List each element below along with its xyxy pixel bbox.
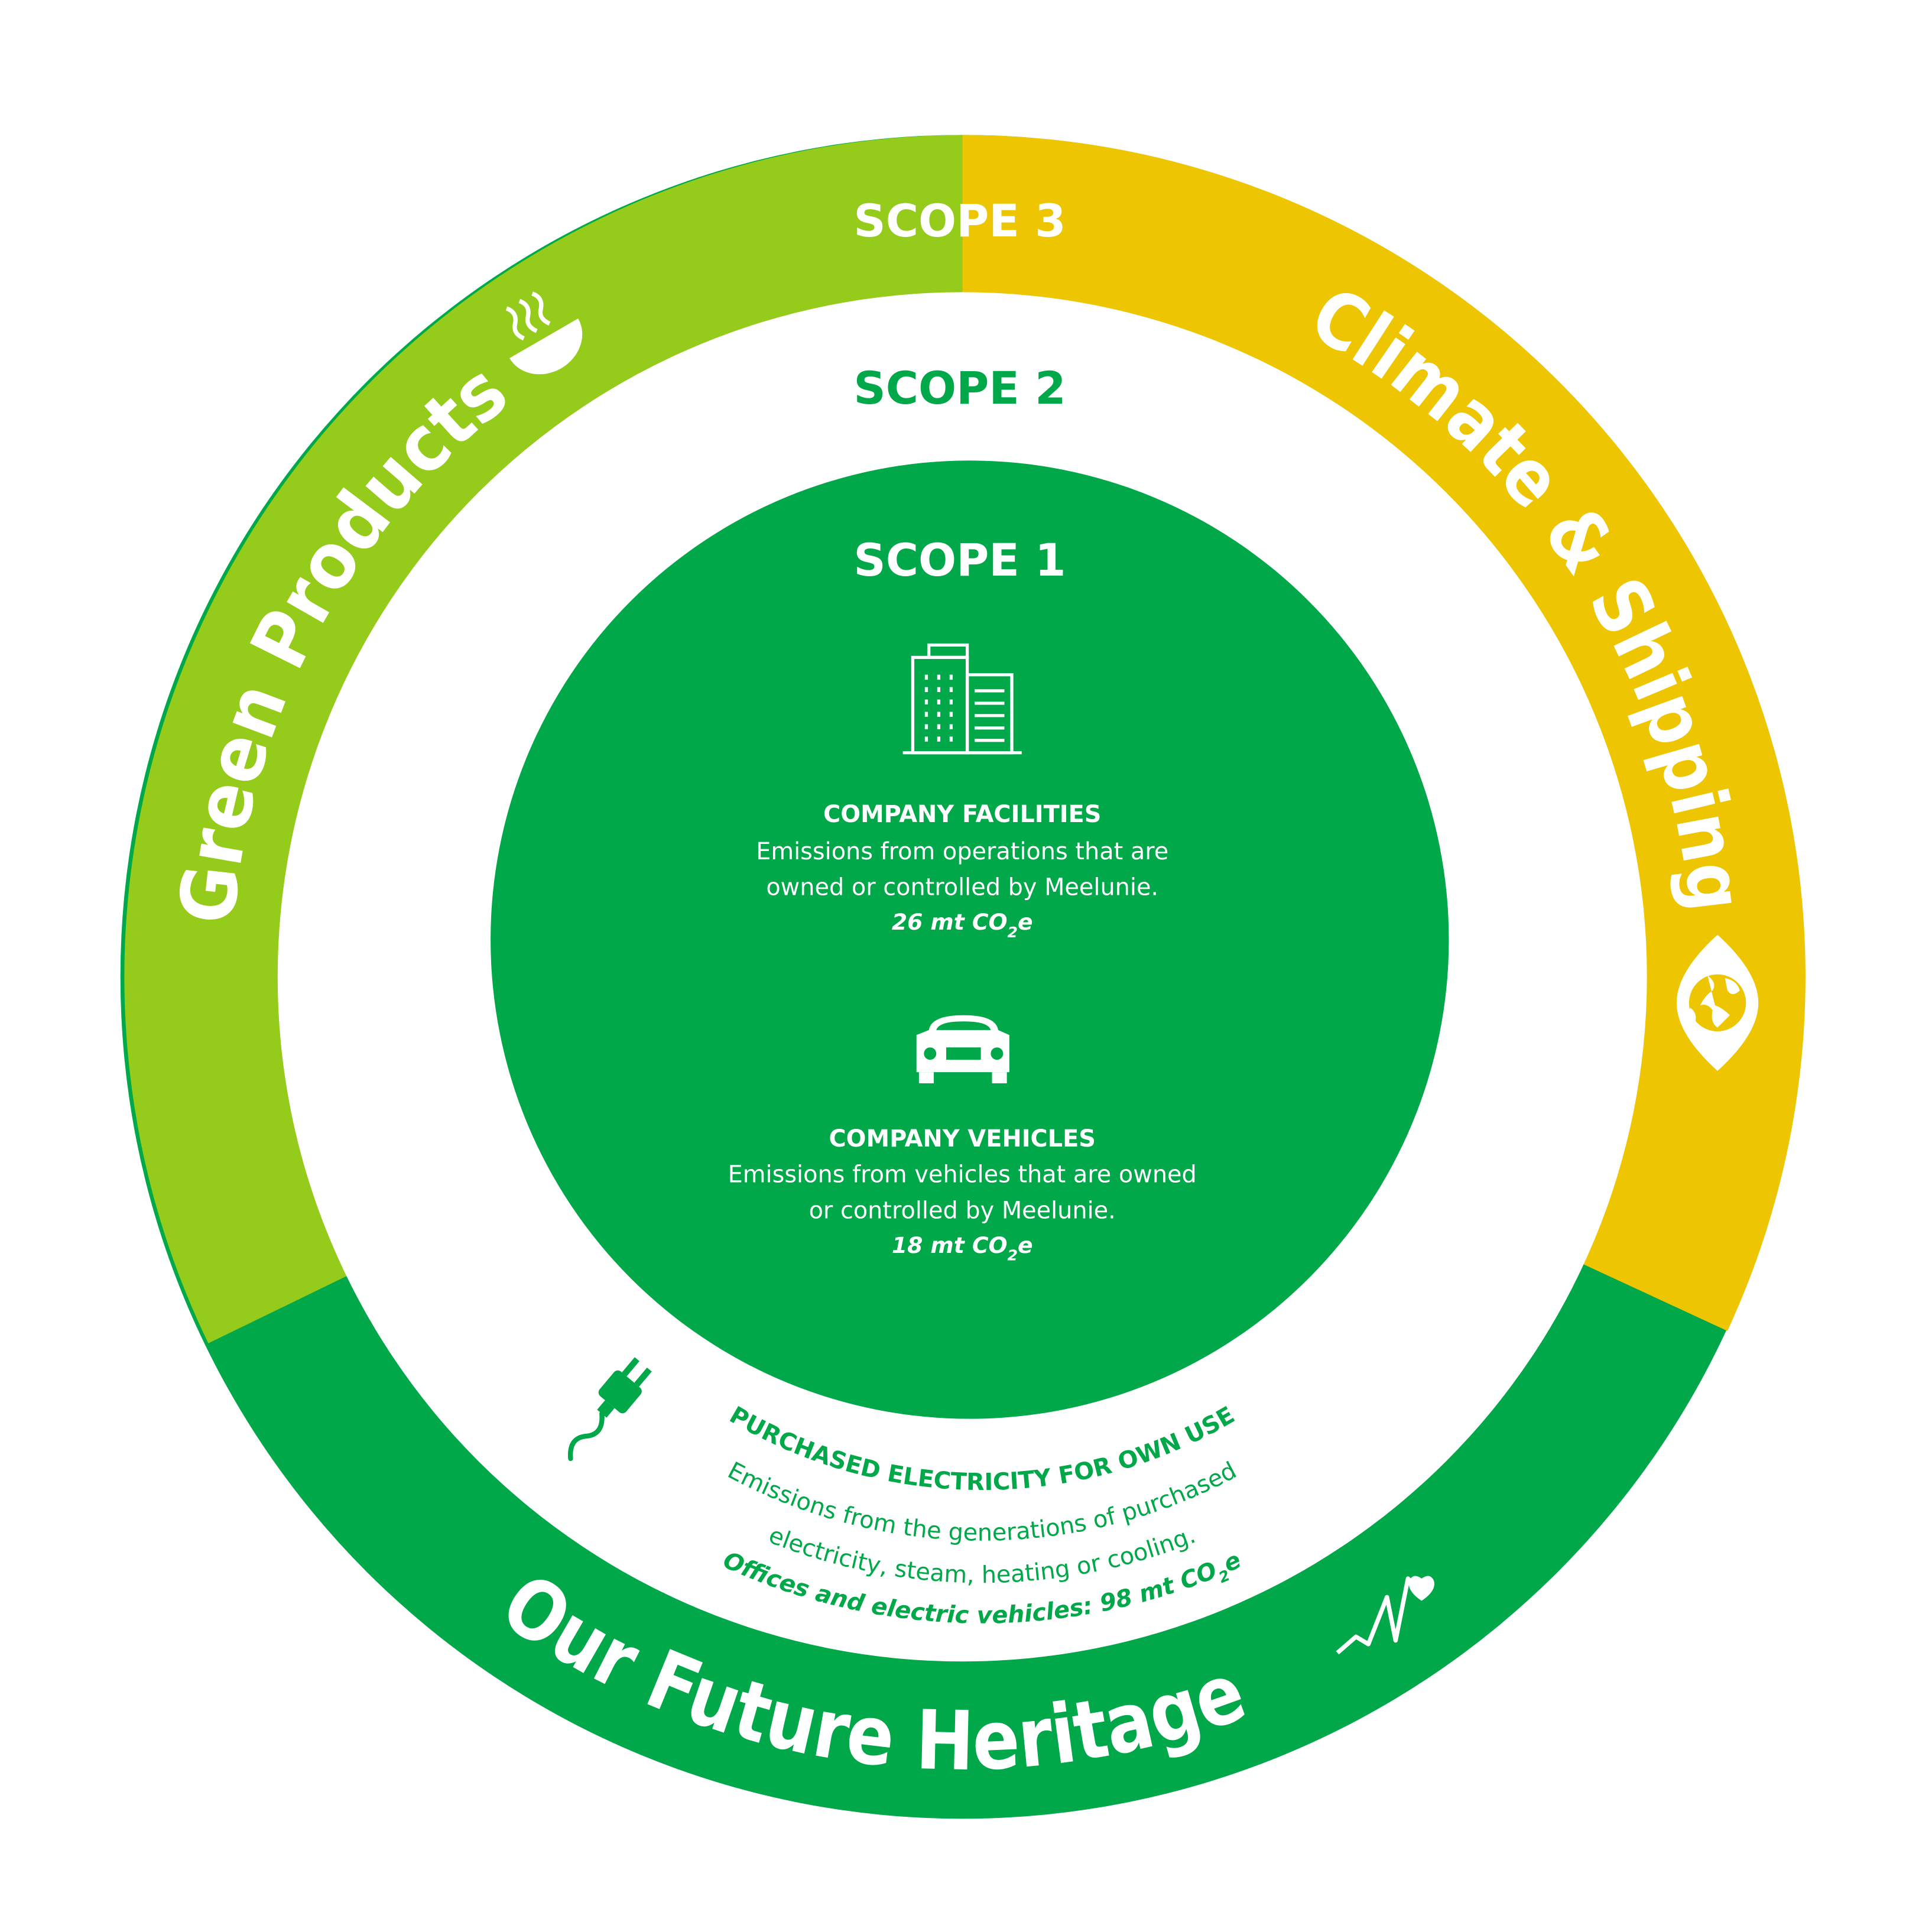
item-emission-value: 18 mt CO2e xyxy=(892,1232,1033,1264)
item-title: COMPANY FACILITIES xyxy=(823,801,1101,828)
building-icon xyxy=(902,643,1022,755)
car-icon xyxy=(916,1015,1009,1083)
item-emission-value: 26 mt CO2e xyxy=(892,909,1033,941)
item-description-line: Emissions from operations that are xyxy=(756,838,1168,865)
item-description-line: Emissions from vehicles that are owned xyxy=(728,1161,1197,1189)
scope2-label: SCOPE 2 xyxy=(853,362,1066,414)
item-description-line: owned or controlled by Meelunie. xyxy=(766,874,1158,901)
globe-icon xyxy=(1676,934,1759,1071)
plug-icon xyxy=(568,1357,652,1462)
scope1-item-facilities: COMPANY FACILITIES Emissions from operat… xyxy=(756,801,1168,941)
scope3-label: SCOPE 3 xyxy=(853,195,1066,247)
bowl-steam-icon xyxy=(505,291,583,375)
item-title: COMPANY VEHICLES xyxy=(829,1125,1095,1152)
scope1-label: SCOPE 1 xyxy=(853,534,1066,586)
item-description-line: or controlled by Meelunie. xyxy=(809,1197,1116,1224)
scope1-circle xyxy=(491,460,1449,1419)
heartbeat-icon xyxy=(1336,1576,1434,1655)
scope1-item-vehicles: COMPANY VEHICLES Emissions from vehicles… xyxy=(728,1125,1197,1264)
